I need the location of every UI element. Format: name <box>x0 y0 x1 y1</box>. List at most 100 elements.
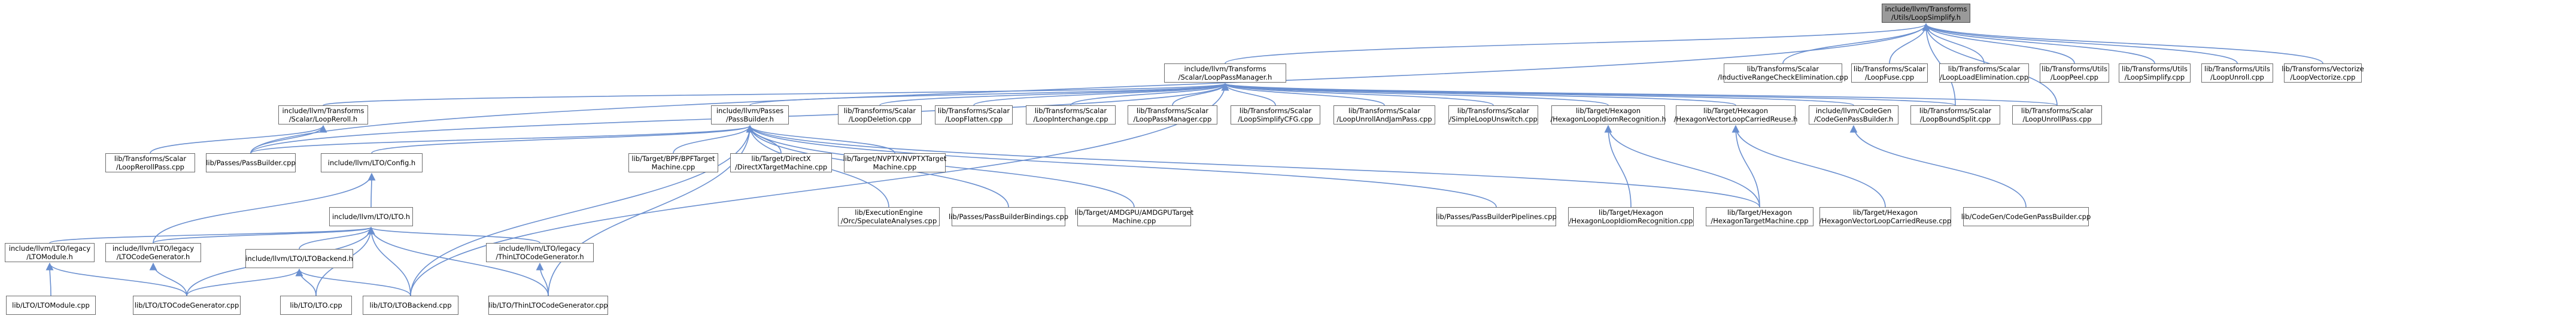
edge-simplifycpp-to-root <box>1922 23 2155 64</box>
node-legacy_ltocg_h[interactable]: include/llvm/LTO/legacy/LTOCodeGenerator… <box>105 243 201 262</box>
node-label-line: /HexagonVectorLoopCarriedReuse.cpp <box>1819 217 1952 225</box>
edge-ltobackendcpp-to-ltobackend_h <box>295 268 411 296</box>
edge-flatten-to-lpm <box>973 83 1229 106</box>
node-lto_h[interactable]: include/llvm/LTO/LTO.h <box>329 207 413 226</box>
node-fuse[interactable]: lib/Transforms/Scalar/LoopFuse.cpp <box>1851 63 1928 83</box>
node-ltocgcpp[interactable]: lib/LTO/LTOCodeGenerator.cpp <box>133 296 241 315</box>
node-legacy_thin_h[interactable]: include/llvm/LTO/legacy/ThinLTOCodeGener… <box>486 243 594 262</box>
node-label-line: include/llvm/LTO/legacy <box>112 244 195 253</box>
edge-vectorize-to-root <box>1922 23 2323 64</box>
node-directx[interactable]: lib/Target/DirectX/DirectXTargetMachine.… <box>730 153 832 172</box>
node-label-line: /LoopPeel.cpp <box>2051 73 2098 81</box>
node-label-line: include/llvm/LTO/LTO.h <box>332 212 410 221</box>
node-label-line: lib/Transforms/Utils <box>2204 65 2270 73</box>
node-unrolljam[interactable]: lib/Transforms/Scalar/LoopUnrollAndJamPa… <box>1333 105 1435 124</box>
node-label-line: include/llvm/LTO/LTOBackend.h <box>245 254 353 263</box>
node-label-line: /Scalar/LoopReroll.h <box>288 115 358 123</box>
node-unrollpass[interactable]: lib/Transforms/Scalar/LoopUnrollPass.cpp <box>2012 105 2102 124</box>
node-label-line: lib/Transforms/Scalar <box>1348 107 1421 115</box>
edge-config_h-to-passbuilder_h <box>371 124 754 154</box>
node-hexidiomcpp[interactable]: lib/Target/Hexagon/HexagonLoopIdiomRecog… <box>1568 207 1694 226</box>
node-hexvlcr_h[interactable]: lib/Target/Hexagon/HexagonVectorLoopCarr… <box>1674 105 1797 124</box>
node-label-line: lib/Target/Hexagon <box>1598 208 1663 217</box>
node-lpmcpp[interactable]: lib/Transforms/Scalar/LoopPassManager.cp… <box>1128 105 1217 124</box>
node-interchange[interactable]: lib/Transforms/Scalar/LoopInterchange.cp… <box>1026 105 1116 124</box>
node-label-line: lib/Transforms/Scalar <box>1136 107 1209 115</box>
node-label-line: lib/LTO/ThinLTOCodeGenerator.cpp <box>488 301 608 309</box>
node-label-line: /LTOCodeGenerator.h <box>116 253 190 261</box>
node-label-line: lib/Transforms/Scalar <box>2021 107 2094 115</box>
node-label-line: /LoopSimplifyCFG.cpp <box>1238 115 1313 123</box>
node-label-line: /LoopBoundSplit.cpp <box>1919 115 1991 123</box>
node-specexec[interactable]: lib/ExecutionEngine/Orc/SpeculateAnalyse… <box>838 207 940 226</box>
node-ltomodulecpp[interactable]: lib/LTO/LTOModule.cpp <box>6 296 96 315</box>
node-label-line: lib/LTO/LTO.cpp <box>290 301 342 309</box>
node-simplifycfg[interactable]: lib/Transforms/Scalar/LoopSimplifyCFG.cp… <box>1231 105 1320 124</box>
node-passbuildercpp[interactable]: lib/Passes/PassBuilder.cpp <box>206 153 296 172</box>
node-cgpbcpp[interactable]: lib/CodeGen/CodeGenPassBuilder.cpp <box>1961 207 2091 226</box>
node-simplifycpp[interactable]: lib/Transforms/Utils/LoopSimplify.cpp <box>2119 63 2191 83</box>
node-irce[interactable]: lib/Transforms/Scalar/InductiveRangeChec… <box>1718 63 1848 83</box>
node-label-line: Machine.cpp <box>873 163 917 171</box>
edge-passbuildercpp-to-passbuilder_h <box>250 124 754 154</box>
node-label-line: include/llvm/LTO/legacy <box>8 244 91 253</box>
node-reroll_h[interactable]: include/llvm/Transforms/Scalar/LoopRerol… <box>278 105 368 124</box>
node-label-line: include/llvm/LTO/legacy <box>499 244 581 253</box>
node-label-line: lib/Target/Hexagon <box>1727 208 1792 217</box>
node-deletion[interactable]: lib/Transforms/Scalar/LoopDeletion.cpp <box>838 105 922 124</box>
node-label-line: lib/Target/BPF/BPFTarget <box>631 154 715 163</box>
node-label-line: /Orc/SpeculateAnalyses.cpp <box>840 217 937 225</box>
node-vectorize[interactable]: lib/Transforms/Vectorize/LoopVectorize.c… <box>2282 63 2364 83</box>
edge-legacy_ltomodule_h-to-lto_h <box>49 226 375 244</box>
node-label-line: /LoopFuse.cpp <box>1864 73 1915 81</box>
node-loadelim[interactable]: lib/Transforms/Scalar/LoopLoadEliminatio… <box>1939 63 2029 83</box>
node-passbuilder_h[interactable]: include/llvm/Passes/PassBuilder.h <box>711 105 789 124</box>
edge-ltocgcpp-to-legacy_ltocg_h <box>149 262 187 296</box>
node-label-line: /LoopSimplify.cpp <box>2124 73 2185 81</box>
node-lpm[interactable]: include/llvm/Transforms/Scalar/LoopPassM… <box>1164 63 1286 83</box>
node-ltocpp[interactable]: lib/LTO/LTO.cpp <box>280 296 352 315</box>
node-label-line: lib/Transforms/Scalar <box>843 107 916 115</box>
node-hexidiom_h[interactable]: lib/Target/Hexagon/HexagonLoopIdiomRecog… <box>1550 105 1666 124</box>
node-hexvlcrcpp[interactable]: lib/Target/Hexagon/HexagonVectorLoopCarr… <box>1819 207 1951 226</box>
edge-lpm-to-root <box>1225 23 1930 64</box>
node-legacy_ltomodule_h[interactable]: include/llvm/LTO/legacy/LTOModule.h <box>5 243 95 262</box>
node-label-line: lib/Target/Hexagon <box>1852 208 1918 217</box>
node-pipelines[interactable]: lib/Passes/PassBuilderPipelines.cpp <box>1436 207 1557 226</box>
node-label-line: include/llvm/Transforms <box>282 107 364 115</box>
node-config_h[interactable]: include/llvm/LTO/Config.h <box>321 153 423 172</box>
edge-passbuildercpp-to-root <box>250 23 1930 154</box>
edge-interchange-to-lpm <box>1070 83 1229 106</box>
edge-thincgcpp-to-legacy_thin_h <box>536 262 549 296</box>
edge-hexidiomcpp-to-hexidiom_h <box>1604 124 1632 208</box>
node-label-line: /LoopPassManager.cpp <box>1133 115 1212 123</box>
node-rerollpass[interactable]: lib/Transforms/Scalar/LoopRerollPass.cpp <box>105 153 195 172</box>
node-simpleunswitch[interactable]: lib/Transforms/Scalar/SimpleLoopUnswitch… <box>1448 105 1538 124</box>
node-label-line: lib/Transforms/Utils <box>2042 65 2107 73</box>
node-label-line: /HexagonLoopIdiomRecognition.cpp <box>1569 217 1693 225</box>
node-hextm[interactable]: lib/Target/Hexagon/HexagonTargetMachine.… <box>1706 207 1813 226</box>
node-label-line: lib/Transforms/Scalar <box>937 107 1010 115</box>
node-bindings[interactable]: lib/Passes/PassBuilderBindings.cpp <box>949 207 1068 226</box>
edge-lto_h-to-config_h <box>367 172 376 208</box>
node-label-line: lib/Transforms/Utils <box>2122 65 2188 73</box>
node-flatten[interactable]: lib/Transforms/Scalar/LoopFlatten.cpp <box>935 105 1013 124</box>
node-label-line: lib/Transforms/Scalar <box>1239 107 1312 115</box>
node-boundsplit[interactable]: lib/Transforms/Scalar/LoopBoundSplit.cpp <box>1910 105 2000 124</box>
node-unrollcpp[interactable]: lib/Transforms/Utils/LoopUnroll.cpp <box>2201 63 2273 83</box>
edge-simpleunswitch-to-lpm <box>1221 83 1494 106</box>
node-label-line: /LoopLoadElimination.cpp <box>1939 73 2029 81</box>
node-label-line: /Scalar/LoopPassManager.h <box>1178 73 1272 81</box>
node-label-line: lib/Transforms/Scalar <box>1457 107 1530 115</box>
node-peel[interactable]: lib/Transforms/Utils/LoopPeel.cpp <box>2040 63 2109 83</box>
node-ltobackendcpp[interactable]: lib/LTO/LTOBackend.cpp <box>363 296 458 315</box>
node-cgpb_h[interactable]: include/llvm/CodeGen/CodeGenPassBuilder.… <box>1809 105 1898 124</box>
node-ltobackend_h[interactable]: include/llvm/LTO/LTOBackend.h <box>245 249 353 268</box>
node-thincgcpp[interactable]: lib/LTO/ThinLTOCodeGenerator.cpp <box>488 296 608 315</box>
node-root[interactable]: include/llvm/Transforms/Utils/LoopSimpli… <box>1882 4 1970 23</box>
